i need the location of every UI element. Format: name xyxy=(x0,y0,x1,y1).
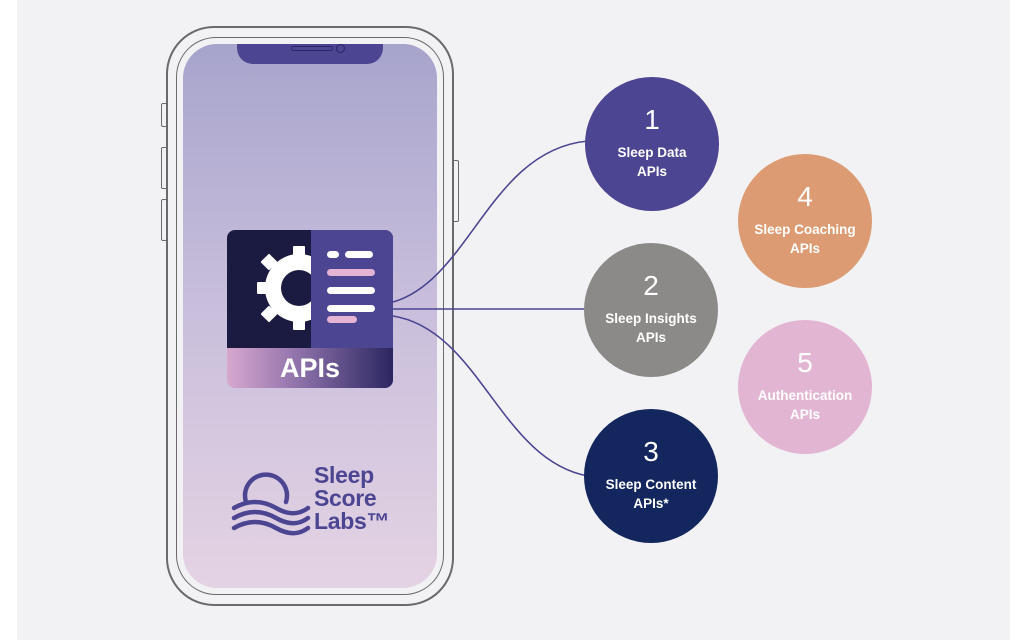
bubble-label-line1: Sleep Coaching xyxy=(754,222,856,237)
phone-notch xyxy=(237,44,383,64)
logo-line-2: Score xyxy=(314,485,377,511)
api-app-icon: APIs xyxy=(227,230,393,388)
logo-line-1: Sleep xyxy=(314,462,374,488)
bubble-number: 4 xyxy=(797,181,813,212)
bubble-number: 3 xyxy=(643,436,659,467)
bubble-label-line2: APIs xyxy=(789,241,820,256)
bubble-label-line2: APIs xyxy=(789,407,820,422)
bubble-label-line1: Sleep Data xyxy=(617,145,687,160)
bubble-label-line2: APIs xyxy=(636,164,667,179)
phone-side-button-volume-down xyxy=(161,199,167,241)
phone-speaker xyxy=(291,46,333,51)
bubble-label-line1: Sleep Insights xyxy=(605,311,697,326)
document-lines-icon xyxy=(327,251,375,323)
sleepscore-logo-icon xyxy=(231,472,311,536)
logo-line-3: Labs™ xyxy=(314,508,390,534)
bubble-label-line1: Authentication xyxy=(757,388,853,403)
bubble-authentication-apis: 5 Authentication APIs xyxy=(738,320,872,454)
bubble-number: 1 xyxy=(644,104,660,135)
gear-icon xyxy=(257,230,393,348)
bubble-number: 2 xyxy=(643,270,659,301)
api-icon-label: APIs xyxy=(279,353,341,383)
phone-side-button-volume-up xyxy=(161,147,167,189)
bubble-number: 5 xyxy=(797,347,813,378)
bubble-label-line1: Sleep Content xyxy=(605,477,697,492)
sleepscore-logo-text: Sleep Score Labs™ xyxy=(314,464,404,533)
bubble-sleep-content-apis: 3 Sleep Content APIs* xyxy=(584,409,718,543)
phone-side-button-power xyxy=(453,160,459,222)
bubble-sleep-coaching-apis: 4 Sleep Coaching APIs xyxy=(738,154,872,288)
bubble-label-line2: APIs* xyxy=(633,496,669,511)
api-icon-label-band xyxy=(227,348,393,388)
bubble-label-line2: APIs xyxy=(635,330,666,345)
bubble-sleep-insights-apis: 2 Sleep Insights APIs xyxy=(584,243,718,377)
phone-side-button-silent xyxy=(161,103,167,127)
phone-camera xyxy=(336,44,345,53)
bubble-sleep-data-apis: 1 Sleep Data APIs xyxy=(585,77,719,211)
